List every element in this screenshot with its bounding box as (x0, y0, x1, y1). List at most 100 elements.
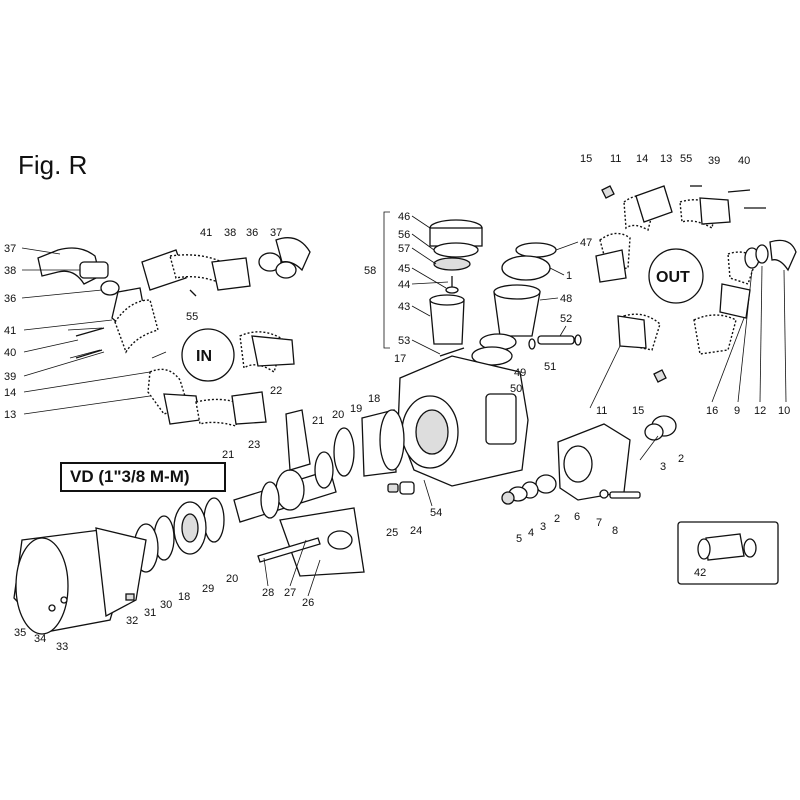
callout-11: 11 (610, 153, 621, 165)
callout-21b: 21 (222, 449, 234, 461)
callout-23: 23 (248, 439, 260, 451)
outlet-nut-15 (601, 185, 615, 199)
callout-14b: 14 (4, 387, 16, 399)
screw-34 (48, 604, 56, 612)
callout-53: 53 (398, 335, 410, 347)
callout-40b: 40 (4, 347, 16, 359)
inlet-bellow-left (114, 299, 159, 354)
inlet-hub (181, 328, 235, 382)
callout-39: 39 (708, 155, 720, 167)
bearing-20b (203, 497, 225, 543)
valve-cylinder-43 (429, 299, 465, 345)
outlet-bolt-40a (727, 189, 751, 193)
callout-3: 3 (660, 461, 666, 473)
callout-38b: 38 (224, 227, 236, 239)
callout-46: 46 (398, 211, 410, 223)
figure-title: Fig. R (18, 150, 88, 180)
inlet-tee-bottom-right (251, 335, 295, 367)
callout-6: 6 (574, 511, 580, 523)
outlet-elbow-10 (769, 239, 797, 272)
inlet-nut-38 (79, 261, 109, 279)
inlet-oring-36c (275, 261, 297, 279)
head-group (387, 369, 677, 505)
outlet-hub (648, 248, 704, 304)
plug-24 (399, 481, 415, 495)
callout-47: 47 (580, 237, 592, 249)
outlet-label: OUT (656, 269, 690, 286)
bolt-8 (609, 491, 641, 499)
bracket-22 (285, 409, 311, 471)
bearing-ring-20 (333, 427, 355, 477)
inlet-manifold-group: IN (37, 237, 311, 427)
callout-17: 17 (394, 353, 406, 365)
callout-5: 5 (516, 533, 522, 545)
valve-bracket-58 (383, 211, 390, 349)
callout-12: 12 (754, 405, 766, 417)
callout-20b: 20 (226, 573, 238, 585)
outlet-manifold-group: OUT (595, 185, 797, 355)
nut-15b (653, 369, 667, 383)
head-port (563, 445, 593, 483)
circlip-51b (574, 334, 582, 346)
leader-lines (21, 215, 787, 597)
callout-32: 32 (126, 615, 138, 627)
circlip-51a (528, 338, 536, 350)
diaphragm-cup-top-48 (493, 284, 541, 300)
callout-27: 27 (284, 587, 296, 599)
callout-18: 18 (368, 393, 380, 405)
callout-49: 49 (514, 367, 526, 379)
callout-37b: 37 (270, 227, 282, 239)
inlet-gasket-55 (189, 289, 197, 297)
inlet-tee-bottom (163, 393, 201, 425)
inlet-bolt-40b (75, 349, 103, 359)
valve-oring-56 (433, 242, 479, 258)
valve-cylinder-top-43 (429, 294, 465, 306)
diaphragm-1 (501, 255, 551, 281)
callout-15: 15 (580, 153, 592, 165)
callout-19: 19 (350, 403, 362, 415)
screw-33 (60, 596, 68, 604)
callout-1: 1 (566, 270, 572, 282)
outlet-tee-left (595, 249, 627, 283)
pump-body-group (333, 355, 529, 487)
plug-25 (387, 483, 399, 493)
callout-55: 55 (680, 153, 692, 165)
callout-36: 36 (4, 293, 16, 305)
valve-seat-45 (445, 286, 459, 294)
washer-7 (599, 489, 609, 499)
bearing-29-inner (181, 513, 199, 543)
callout-7: 7 (596, 517, 602, 529)
callout-55b: 55 (186, 311, 198, 323)
valve-gasket-53 (439, 347, 465, 357)
callout-13b: 13 (4, 409, 16, 421)
inlet-oring-36b (258, 252, 282, 272)
callout-42: 42 (694, 567, 706, 579)
valve-5 (501, 491, 515, 505)
callout-31: 31 (144, 607, 156, 619)
callout-41b: 41 (200, 227, 212, 239)
callout-41: 41 (4, 325, 16, 337)
callout-52: 52 (560, 313, 572, 325)
outlet-tee-bottom-right (719, 283, 751, 319)
callout-34: 34 (34, 633, 46, 645)
callout-14: 14 (636, 153, 648, 165)
callout-44: 44 (398, 279, 410, 291)
valve-2a (535, 474, 557, 494)
bearing-18 (379, 409, 405, 471)
callout-2b: 2 (554, 513, 560, 525)
outlet-tee-bottom-left (617, 315, 647, 349)
inlet-tee-bottom-end (231, 391, 267, 425)
callout-36b: 36 (246, 227, 258, 239)
callout-45: 45 (398, 263, 410, 275)
callout-8: 8 (612, 525, 618, 537)
valve-3b (644, 423, 664, 441)
outlet-bellow-bottom-right (693, 314, 737, 355)
callout-24: 24 (410, 525, 422, 537)
shaft-ring-21 (260, 481, 280, 519)
callout-40: 40 (738, 155, 750, 167)
outlet-oring-9 (755, 244, 769, 264)
inlet-bellow-bottom-right (195, 398, 241, 427)
callout-20: 20 (332, 409, 344, 421)
inlet-bolt-40a (75, 327, 105, 337)
